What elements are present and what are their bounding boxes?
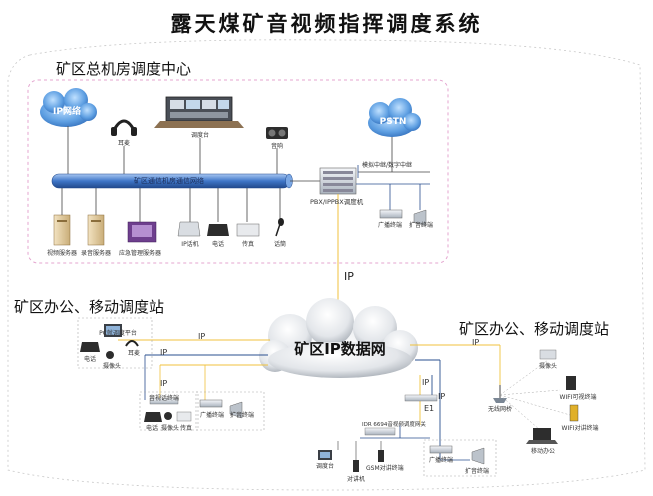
left-headset-label: 耳麦 [127,350,140,357]
bottom-broadcast-speaker-icon [471,447,485,465]
mic-label: 话筒 [273,241,286,248]
ip-link-f-label: IP [438,392,446,401]
record-server-icon [87,214,105,246]
left-camera-label: 摄像头 [102,363,121,370]
broadcast-speaker-label: 扩音终端 [408,222,433,229]
bottom-radio2-label: GSM对讲终端 [366,465,404,472]
left-camera2-label: 摄像头 [160,425,179,432]
bottom-radio2-icon [378,450,384,462]
pbx-icon [319,167,357,195]
emergency-server-label: 应急管理服务器 [118,250,161,257]
phone-icon [207,224,229,236]
video-server-icon [53,214,71,246]
record-server-label: 录音服务器 [80,250,111,257]
bottom-broadcast-terminal-icon [429,445,453,454]
region-office-right-label: 矿区办公、移动调度站 [459,320,610,338]
bottom-console-label: 调度台 [315,463,334,470]
left-broadcast-speaker-icon [229,401,243,419]
ip-network-label: IP网络 [53,107,81,117]
broadcast-terminal-icon [379,209,403,219]
right-wireless-bridge-label: 无线网桥 [487,406,512,413]
bus-label: 矿区通信机房通信网络 [134,177,204,185]
speaker-icon [266,127,288,139]
mic-icon [275,218,284,237]
left-broadcast-speaker-label: 扩音终端 [229,412,254,419]
left-mic-speaker-icon [149,397,179,405]
broadcast-terminal-label: 广播终端 [377,222,402,229]
right-laptop-icon [526,428,558,444]
right-camera-label: 摄像头 [538,363,557,370]
fax-icon [236,223,260,237]
speaker-label: 音响 [270,143,283,150]
video-server-label: 视频服务器 [46,250,77,257]
ip-link-e-label: IP [422,378,430,387]
left-camera-icon [106,351,114,359]
e1-link-label: E1 [424,404,435,413]
pstn-cloud [368,98,421,137]
right-wifi-terminal-label: WIFI可视终端 [559,394,597,401]
ip-link-d-label: IP [472,338,480,347]
right-wifi-phone-icon [569,404,579,422]
headset-label: 耳麦 [117,140,130,147]
bottom-broadcast-speaker-label: 扩音终端 [464,468,489,475]
outer-frame [7,39,646,491]
gateway-icon [404,394,438,402]
left-console-label: PC就调度平台 [99,330,137,337]
left-fax-icon [176,411,192,422]
region-center-label: 矿区总机房调度中心 [56,60,192,78]
pstn-label: PSTN [379,117,407,127]
left-camera2-icon [164,412,172,420]
center-frame [27,79,449,264]
region-office-left-label: 矿区办公、移动调度站 [14,298,165,316]
ip-link-c-label: IP [160,379,168,388]
console-label: 调度台 [190,132,209,139]
left-mic-speaker-label: 音视话终端 [148,395,179,402]
ip-main-label: IP [344,270,354,283]
ip-phone-icon [177,221,201,237]
bottom-broadcast-terminal-label: 广播终端 [428,457,453,464]
emergency-server-icon [127,221,157,243]
main-cloud-label: 矿区IP数据网 [294,340,386,358]
left-phone2-icon [144,412,162,422]
ip-link-b-label: IP [160,348,168,357]
left-console-icon [104,324,122,337]
console-icon [154,96,244,128]
wireless-bridge-icon [493,385,507,403]
broadcast-speaker-icon [413,209,427,227]
phone-label: 电话 [211,241,224,248]
page-title: 露天煤矿音视频指挥调度系统 [170,11,483,36]
right-wifi-phone-label: WIFI对讲终端 [561,425,599,432]
left-phone-label: 电话 [83,356,96,363]
right-wifi-terminal-icon [566,376,576,390]
right-mobile-office-label: 移动办公 [530,448,555,455]
headset-icon [111,119,137,136]
bottom-radio1-label: 对讲机 [346,476,365,483]
bottom-radio1-icon [353,460,359,472]
gateway-label: IDR 6694音视频调度网关 [362,422,426,428]
left-phone2-label: 电话 [145,425,158,432]
left-headset-icon [125,340,139,347]
bottom-gateway-device-icon [364,427,396,436]
bottom-console-icon [318,450,332,460]
left-phone-icon [80,342,100,352]
relay-label: 模拟中继/数字中继 [362,162,413,169]
pbx-label: PBX/IPPBX调度机 [310,198,364,206]
right-camera-icon [539,349,557,360]
ip-network-cloud [40,88,97,127]
main-ip-cloud [259,298,418,378]
fax-label: 传真 [241,241,254,248]
ip-link-a-label: IP [198,332,206,341]
left-fax-label: 传真 [179,425,192,432]
left-broadcast-terminal-icon [199,399,223,408]
ip-phone-label: IP话机 [181,241,199,248]
left-broadcast-terminal-label: 广播终端 [199,412,224,419]
